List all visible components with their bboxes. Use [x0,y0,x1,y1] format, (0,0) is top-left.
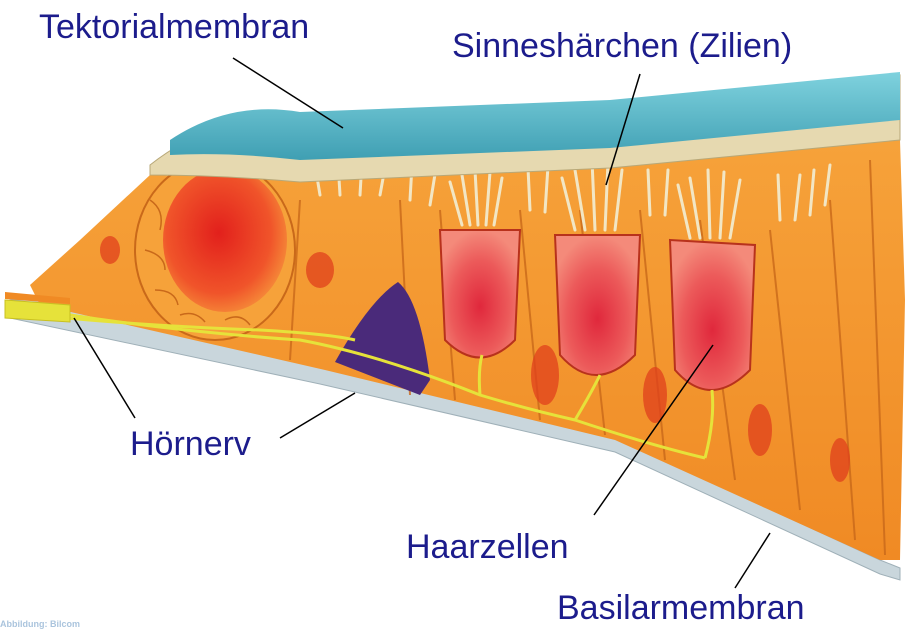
label-sinneshaerchen: Sinneshärchen (Zilien) [452,29,792,63]
label-tektorialmembran: Tektorialmembran [39,10,309,44]
image-credit: Abbildung: Bilcom [0,619,80,629]
label-haarzellen: Haarzellen [406,530,569,564]
cochlear-duct-tube [135,160,295,340]
label-hoernerv: Hörnerv [130,427,251,461]
label-basilarmembran: Basilarmembran [557,591,805,625]
leader-line-basilarmembran [735,533,770,588]
leader-line-hoernerv-2 [280,393,355,438]
